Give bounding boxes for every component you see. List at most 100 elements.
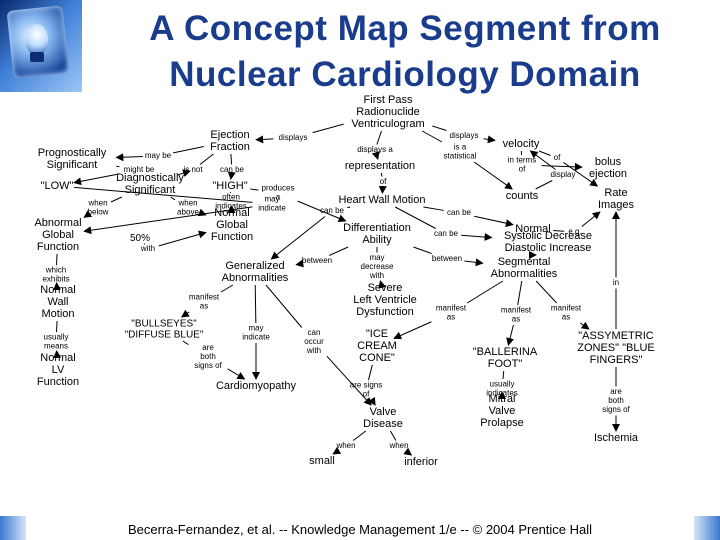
link-label-when4: when bbox=[388, 441, 408, 450]
concept-cardio: Cardiomyopathy bbox=[216, 380, 297, 392]
link-43 bbox=[158, 230, 207, 247]
link-58 bbox=[535, 280, 558, 304]
link-56 bbox=[517, 280, 523, 306]
link-label-displays1: displays bbox=[279, 133, 308, 142]
footer-accent-left bbox=[0, 516, 26, 540]
link-28 bbox=[170, 196, 176, 201]
link-44 bbox=[329, 246, 349, 256]
link-label-of1: of bbox=[554, 153, 561, 162]
link-4 bbox=[376, 130, 382, 145]
link-54 bbox=[466, 280, 504, 304]
link-label-with1: with bbox=[140, 244, 155, 253]
link-77 bbox=[332, 446, 342, 455]
logo-bulb bbox=[26, 24, 48, 54]
link-52 bbox=[220, 284, 234, 293]
link-label-canbe3: can be bbox=[447, 208, 472, 217]
slide-title-line-2: Nuclear Cardiology Domain bbox=[169, 55, 641, 94]
link-37 bbox=[474, 215, 514, 228]
concept-hwm: Heart Wall Motion bbox=[338, 194, 425, 206]
link-38 bbox=[553, 229, 565, 232]
concept-counts: counts bbox=[506, 190, 539, 202]
link-53 bbox=[180, 309, 190, 318]
link-18 bbox=[230, 153, 233, 165]
link-7 bbox=[473, 161, 513, 190]
link-67 bbox=[227, 368, 246, 380]
link-39 bbox=[581, 211, 601, 227]
logo-bulb-base bbox=[30, 52, 44, 62]
link-2 bbox=[432, 125, 447, 131]
link-22 bbox=[116, 165, 120, 168]
link-45 bbox=[295, 259, 304, 268]
concept-normal: Normal bbox=[515, 223, 550, 235]
link-62 bbox=[265, 284, 303, 328]
link-46 bbox=[413, 246, 432, 254]
link-label-when3: when bbox=[335, 441, 355, 450]
concept-pct50: 50% bbox=[130, 233, 150, 244]
link-36 bbox=[423, 206, 444, 211]
link-42 bbox=[143, 243, 146, 245]
link-69 bbox=[368, 396, 376, 406]
concept-ischemia: Ischemia bbox=[594, 432, 639, 444]
concept-velocity: velocity bbox=[503, 138, 540, 150]
link-47 bbox=[464, 258, 484, 267]
link-55 bbox=[393, 321, 432, 340]
link-70 bbox=[502, 370, 505, 380]
link-label-eg: e.g. bbox=[568, 227, 581, 236]
concept-high: "HIGH" bbox=[212, 180, 247, 192]
link-50 bbox=[56, 253, 58, 266]
concept-inferior: inferior bbox=[404, 456, 438, 468]
link-12 bbox=[535, 180, 553, 190]
link-label-between1: between bbox=[302, 256, 332, 265]
link-0 bbox=[312, 123, 344, 134]
link-59 bbox=[579, 321, 590, 330]
link-label-mightbe: might be bbox=[124, 165, 155, 174]
concept-low: "LOW" bbox=[41, 180, 74, 192]
link-79 bbox=[403, 447, 413, 456]
link-78 bbox=[389, 430, 397, 441]
concept-small: small bbox=[309, 455, 335, 467]
link-64 bbox=[56, 320, 58, 333]
link-label-between2: between bbox=[432, 254, 462, 263]
link-label-maybe: may be bbox=[145, 151, 172, 160]
link-17 bbox=[115, 153, 143, 162]
link-41 bbox=[461, 233, 493, 242]
link-label-displays2: displays bbox=[450, 131, 479, 140]
link-66 bbox=[182, 340, 189, 345]
link-68 bbox=[368, 364, 373, 381]
link-33 bbox=[83, 206, 253, 235]
link-13 bbox=[529, 150, 556, 170]
link-57 bbox=[506, 324, 514, 346]
link-10 bbox=[538, 150, 551, 156]
link-32 bbox=[74, 186, 253, 203]
link-label-canbe2: can be bbox=[320, 206, 345, 215]
link-34 bbox=[347, 206, 351, 209]
